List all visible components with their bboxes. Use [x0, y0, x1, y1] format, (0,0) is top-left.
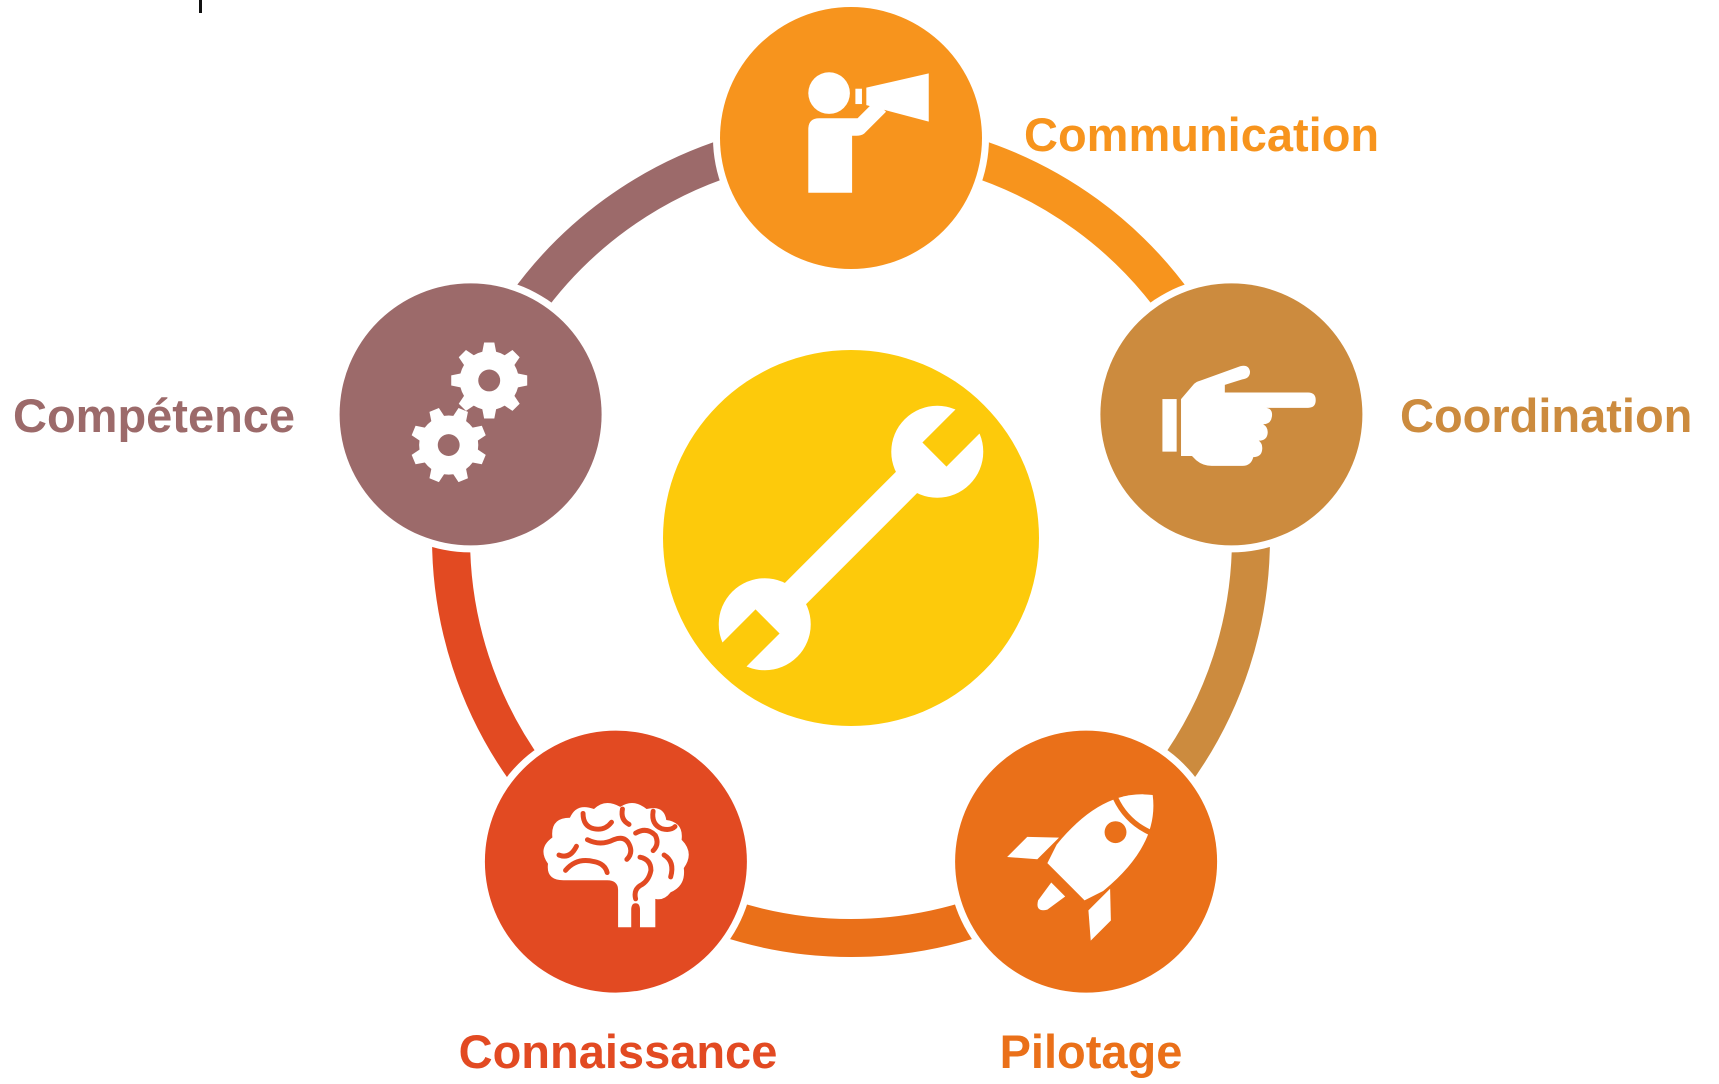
brain-folds	[556, 806, 678, 902]
brain-fold	[650, 808, 678, 832]
wrench-jaw-right	[922, 400, 989, 467]
brain-fold	[580, 810, 614, 832]
person-body	[808, 100, 887, 193]
brain-fold	[619, 806, 632, 827]
hand-shape	[1181, 365, 1316, 466]
node-circle	[339, 283, 602, 546]
label-coordination: Coordination	[1400, 389, 1692, 442]
text-cursor-mark	[199, 0, 202, 13]
brain-fold	[556, 843, 579, 859]
node-pilotage	[948, 723, 1225, 1000]
brain-fold	[632, 854, 654, 902]
wrench-handle	[769, 456, 933, 620]
rocket-body	[1047, 794, 1154, 901]
rocket-icon	[1007, 794, 1154, 941]
brain-icon	[543, 802, 689, 928]
rocket-flame	[1037, 882, 1066, 911]
node-connaissance	[477, 723, 754, 1000]
node-coordination	[1093, 276, 1370, 553]
pointing-hand-icon	[1162, 365, 1316, 466]
node-communication	[713, 0, 989, 276]
label-communication: Communication	[1024, 108, 1379, 161]
brain-fold	[584, 835, 634, 862]
label-connaissance: Connaissance	[459, 1025, 778, 1078]
center-hub	[663, 350, 1039, 726]
wrench-icon	[713, 400, 989, 676]
hand-cuff	[1162, 399, 1177, 452]
rocket-fin-right	[1088, 888, 1111, 941]
gears-icon	[411, 342, 528, 483]
brain-fold	[633, 827, 660, 854]
wrench-jaw-left	[713, 609, 780, 676]
rocket-window	[1104, 821, 1127, 844]
rocket-nose-divider	[1113, 796, 1151, 835]
brain-fold	[563, 858, 610, 876]
rocket-fin-left	[1007, 836, 1060, 860]
megaphone-horn	[866, 73, 929, 122]
label-pilotage: Pilotage	[1000, 1025, 1183, 1078]
label-competence: Compétence	[13, 389, 295, 442]
megaphone-mouthpiece	[855, 88, 862, 105]
person-head	[808, 72, 850, 114]
gear-lower-hole	[437, 434, 460, 457]
brain-fold	[661, 852, 675, 880]
megaphone-person-icon	[808, 72, 929, 193]
node-competence	[332, 276, 609, 553]
gear-upper-hole	[478, 369, 501, 392]
